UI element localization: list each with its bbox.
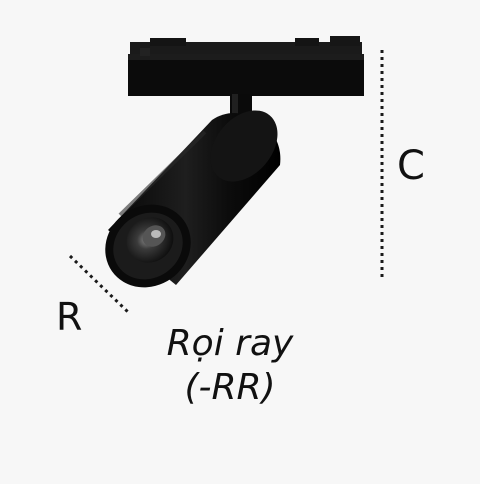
lens-assembly — [105, 204, 191, 288]
product-caption: Rọi ray (-RR) — [140, 322, 320, 410]
radius-label: R — [56, 295, 83, 339]
caption-line-2: (-RR) — [184, 367, 276, 408]
mount-stem — [230, 94, 252, 116]
height-label: C — [397, 143, 425, 189]
track-adapter — [128, 36, 364, 96]
caption-line-1: Rọi ray — [166, 323, 294, 364]
